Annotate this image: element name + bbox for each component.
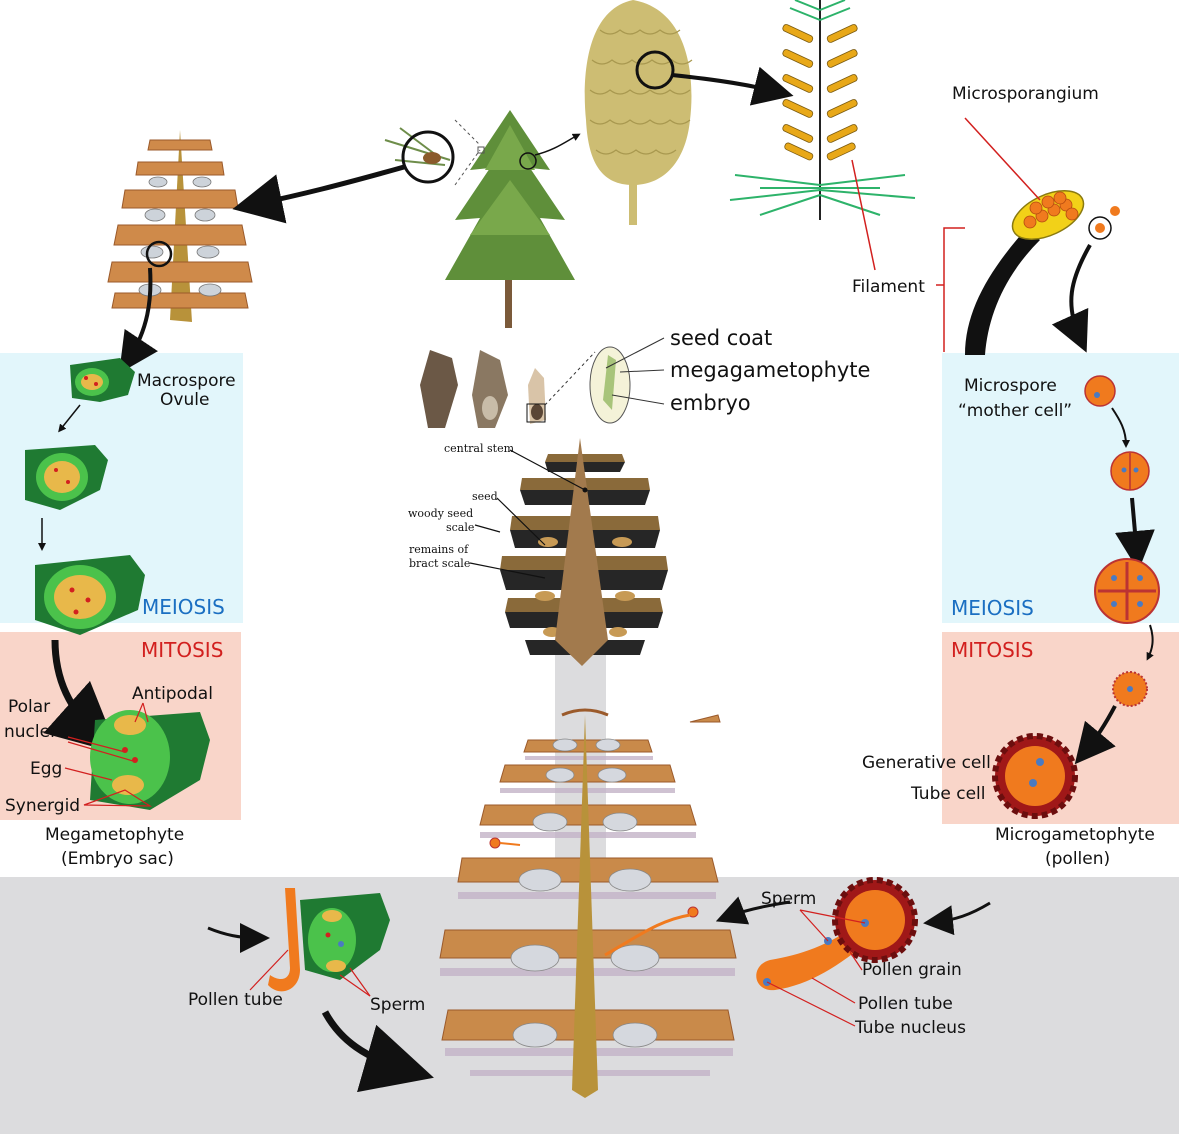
label-woody-seed: woody seed xyxy=(408,507,473,520)
microspore-tetrad xyxy=(1094,558,1160,624)
label-bract-scale: bract scale xyxy=(409,557,470,570)
label-egg: Egg xyxy=(30,759,62,779)
label-tube-nucleus: Tube nucleus xyxy=(854,1018,966,1038)
label-meiosis-right: MEIOSIS xyxy=(951,596,1034,620)
seed-illustrations xyxy=(420,346,631,428)
male-pollen-cone xyxy=(584,0,693,225)
label-meiosis-left: MEIOSIS xyxy=(142,595,225,619)
microspore-dyad xyxy=(1110,451,1150,491)
label-synergid: Synergid xyxy=(5,796,80,816)
pollen-grain-on-cone-right xyxy=(687,906,699,918)
pine-tree-illustration xyxy=(445,110,575,328)
label-embryo: embryo xyxy=(670,391,751,415)
branch-zoom-circle xyxy=(401,130,455,184)
label-megagametophyte-seed: megagametophyte xyxy=(670,358,870,382)
label-microgametophyte: Microgametophyte xyxy=(995,825,1155,845)
microgametophyte-pollen xyxy=(992,733,1078,819)
label-tube-cell: Tube cell xyxy=(910,784,985,804)
label-generative-cell: Generative cell xyxy=(862,753,991,773)
label-megametophyte: Megametophyte xyxy=(45,825,184,845)
fertilized-ovule xyxy=(268,888,390,992)
label-embryo-sac: (Embryo sac) xyxy=(61,849,174,869)
label-mitosis-left: MITOSIS xyxy=(141,638,223,662)
microspore-single xyxy=(1112,671,1148,707)
label-mother-cell: “mother cell” xyxy=(958,401,1072,421)
label-nuclei: nuclei xyxy=(4,722,55,742)
label-microsporangium: Microsporangium xyxy=(952,84,1099,104)
pollinated-seed-cone xyxy=(439,708,737,1098)
label-central-stem: central stem xyxy=(444,442,515,455)
label-pollen-grain: Pollen grain xyxy=(862,960,962,980)
microsporangium-illustration xyxy=(965,190,1120,355)
label-filament: Filament xyxy=(852,277,925,297)
label-polar: Polar xyxy=(8,697,50,717)
developing-ovule-stage-3 xyxy=(35,555,145,635)
cone-zoom-circle xyxy=(635,50,675,90)
label-pollen: (pollen) xyxy=(1045,849,1110,869)
microsporophyll-stalk xyxy=(729,0,916,220)
label-seed-coat: seed coat xyxy=(670,326,772,350)
pollen-grain-on-cone-left xyxy=(489,837,501,849)
label-remains-of: remains of xyxy=(409,543,469,556)
label-sperm-right: Sperm xyxy=(761,889,816,909)
labels: Macrospore Ovule MEIOSIS MITOSIS Antipod… xyxy=(4,84,1155,1038)
ovule-zoom-circle xyxy=(145,240,173,268)
label-ovule: Ovule xyxy=(160,390,209,410)
label-pollen-tube-right: Pollen tube xyxy=(858,994,953,1014)
label-mitosis-right: MITOSIS xyxy=(951,638,1033,662)
label-seed: seed xyxy=(472,490,498,503)
tree-zoom-circle-small xyxy=(519,152,537,170)
female-ovulate-cone xyxy=(107,130,253,322)
label-pollen-tube-left: Pollen tube xyxy=(188,990,283,1010)
label-microspore: Microspore xyxy=(964,376,1057,396)
microspore-mother-cell xyxy=(1084,375,1116,407)
germinating-pollen-grain xyxy=(756,877,918,991)
label-sperm-left: Sperm xyxy=(370,995,425,1015)
label-macrospore: Macrospore xyxy=(137,371,236,391)
mature-seed-cone xyxy=(500,438,668,666)
developing-ovule-stage-2 xyxy=(25,445,108,510)
label-scale: scale xyxy=(446,521,474,534)
macrospore-ovule-icon xyxy=(70,358,135,402)
megagametophyte-embryo-sac xyxy=(90,710,210,810)
label-antipodal: Antipodal xyxy=(132,684,213,704)
